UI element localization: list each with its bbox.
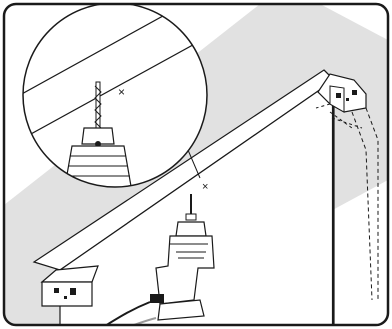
zoom-drill-bit: [95, 82, 101, 128]
install-mark: ×: [202, 181, 208, 193]
bracket-screw: [54, 288, 59, 293]
bracket-screw: [336, 93, 341, 98]
zoom-mark: ×: [118, 85, 125, 99]
drill-trigger: [150, 294, 164, 303]
bracket-screw: [70, 288, 76, 295]
bracket-screw: [352, 90, 357, 95]
